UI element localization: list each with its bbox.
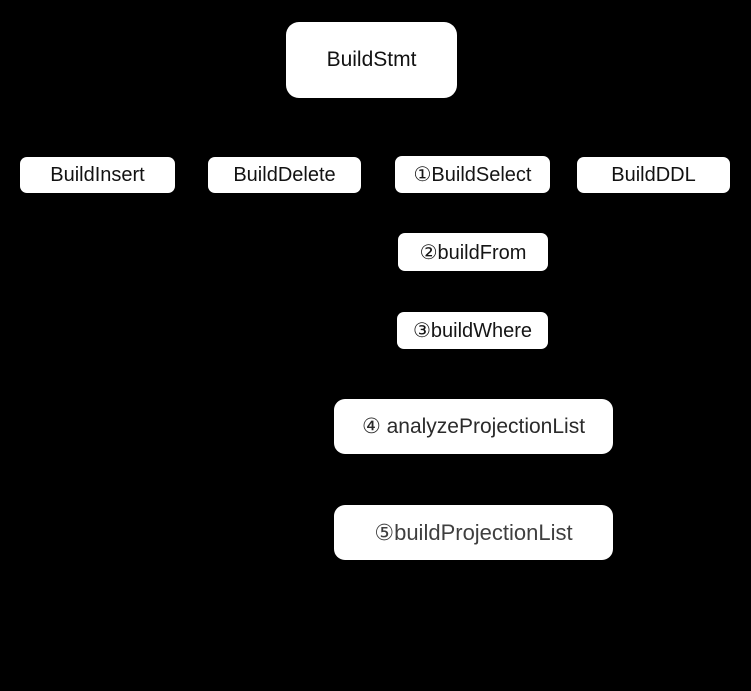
node-build-from: ②buildFrom: [398, 233, 548, 271]
node-build-where: ③buildWhere: [397, 312, 548, 349]
node-build-select: ①BuildSelect: [395, 156, 550, 193]
node-build-stmt: BuildStmt: [286, 22, 457, 98]
node-analyze-projection-list: ④ analyzeProjectionList: [334, 399, 613, 454]
node-build-insert: BuildInsert: [20, 157, 175, 193]
node-build-delete: BuildDelete: [208, 157, 361, 193]
node-build-projection-list: ⑤buildProjectionList: [334, 505, 613, 560]
node-build-ddl: BuildDDL: [577, 157, 730, 193]
